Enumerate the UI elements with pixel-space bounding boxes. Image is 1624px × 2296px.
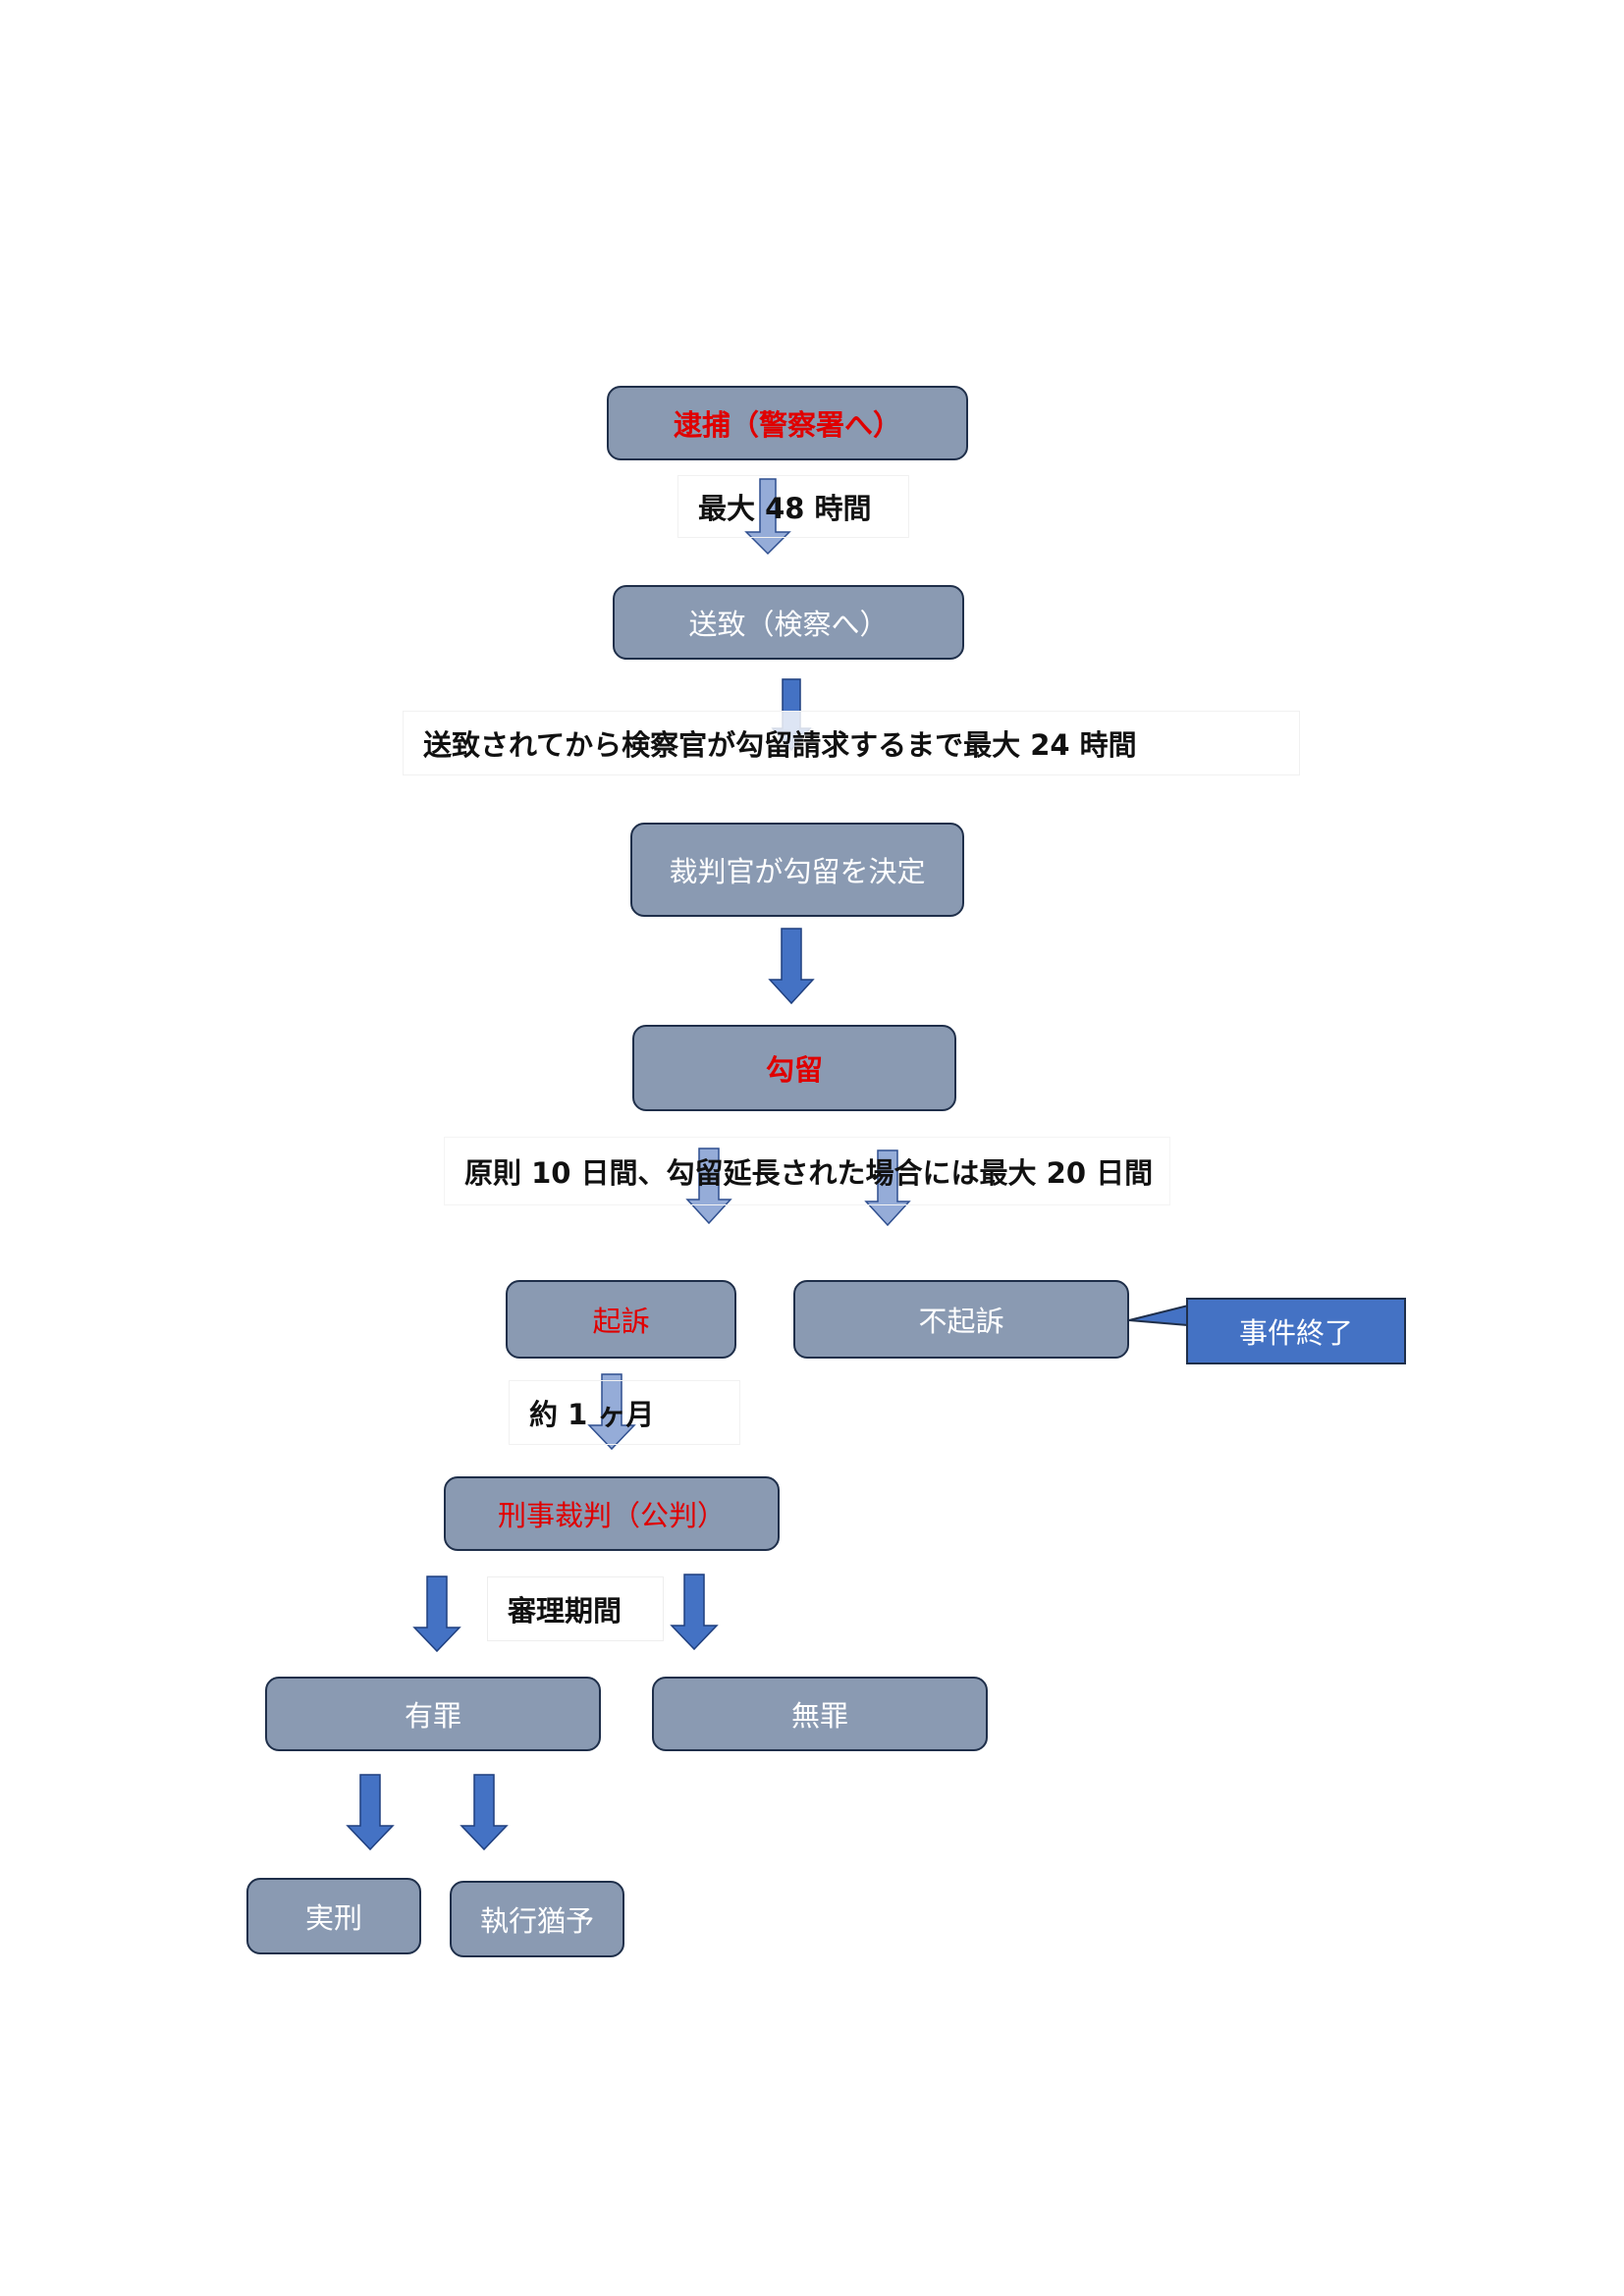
- criminal-trial-node: 刑事裁判（公判）: [444, 1476, 780, 1551]
- detention-period-note: 原則 10 日間、勾留延長された場合には最大 20 日間: [444, 1137, 1170, 1205]
- callout-pointer-icon: [1128, 1304, 1189, 1327]
- down-arrow-icon: [587, 1373, 636, 1451]
- suspended-sentence-node: 執行猶予: [450, 1881, 624, 1957]
- down-arrow-icon: [670, 1574, 719, 1651]
- non-indictment-node: 不起訴: [793, 1280, 1129, 1359]
- max-48-hours-text: 最大 48 時間: [698, 492, 872, 525]
- not-guilty-node: 無罪: [652, 1677, 988, 1751]
- case-closed-callout: 事件終了: [1186, 1298, 1406, 1364]
- max-48-hours-note: 最大 48 時間: [677, 475, 909, 538]
- max-24-hours-text: 送致されてから検察官が勾留請求するまで最大 24 時間: [423, 728, 1137, 762]
- judge-decision-node: 裁判官が勾留を決定: [630, 823, 964, 917]
- down-arrow-icon: [768, 928, 815, 1005]
- down-arrow-icon: [346, 1774, 395, 1851]
- down-arrow-icon: [460, 1774, 509, 1851]
- indictment-node: 起訴: [506, 1280, 736, 1359]
- max-24-hours-note: 送致されてから検察官が勾留請求するまで最大 24 時間: [403, 711, 1300, 775]
- down-arrow-icon: [744, 478, 791, 556]
- down-arrow-icon: [412, 1575, 461, 1653]
- referral-node: 送致（検察へ）: [613, 585, 964, 660]
- actual-sentence-node: 実刑: [246, 1878, 421, 1954]
- one-month-text: 約 1 ヶ月: [529, 1398, 655, 1431]
- detention-period-text: 原則 10 日間、勾留延長された場合には最大 20 日間: [464, 1156, 1154, 1190]
- one-month-note: 約 1 ヶ月: [509, 1380, 740, 1445]
- guilty-node: 有罪: [265, 1677, 601, 1751]
- detention-node: 勾留: [632, 1025, 956, 1111]
- arrest-node: 逮捕（警察署へ）: [607, 386, 968, 460]
- trial-period-text: 審理期間: [508, 1594, 623, 1628]
- down-arrow-icon: [864, 1149, 911, 1227]
- trial-period-note: 審理期間: [487, 1576, 664, 1641]
